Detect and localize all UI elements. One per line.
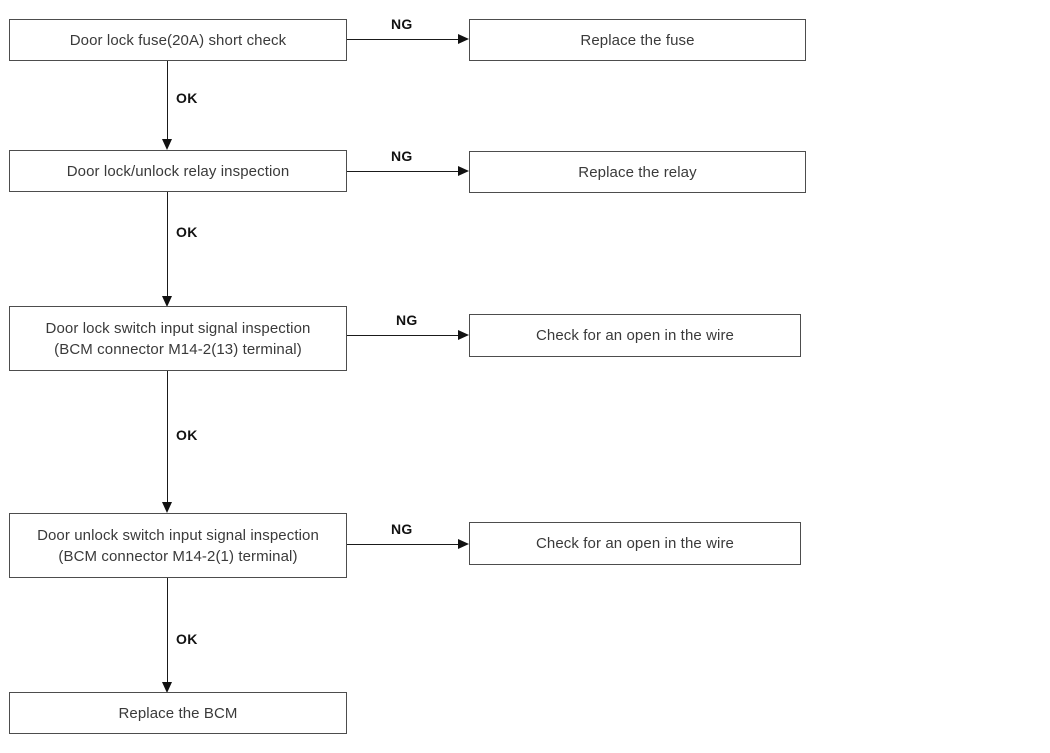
outcome-node-replace-fuse[interactable]: Replace the fuse xyxy=(469,19,806,61)
edge-label-ok-row4: OK xyxy=(176,631,198,647)
edge-label-ng-row1: NG xyxy=(391,16,413,32)
arrowhead-down-row4 xyxy=(162,682,172,693)
node-label: Check for an open in the wire xyxy=(535,535,734,552)
edge-unlock-switch-to-replace-bcm xyxy=(167,578,168,686)
outcome-node-replace-relay[interactable]: Replace the relay xyxy=(469,151,806,193)
arrowhead-right-row2 xyxy=(458,166,469,176)
arrowhead-down-row3 xyxy=(162,502,172,513)
edge-unlock-switch-to-open-wire xyxy=(347,544,460,545)
arrowhead-down-row2 xyxy=(162,296,172,307)
edge-relay-to-lock-switch xyxy=(167,192,168,300)
node-label: Door lock fuse(20A) short check xyxy=(69,31,287,49)
node-label: Check for an open in the wire xyxy=(535,327,734,344)
process-node-fuse-check[interactable]: Door lock fuse(20A) short check xyxy=(9,19,347,61)
edge-label-ok-row3: OK xyxy=(176,427,198,443)
process-node-unlock-switch-signal[interactable]: Door unlock switch input signal inspecti… xyxy=(9,513,347,578)
edge-label-ng-row2: NG xyxy=(391,148,413,164)
edge-lock-switch-to-open-wire xyxy=(347,335,460,336)
arrowhead-right-row4 xyxy=(458,539,469,549)
edge-fuse-check-to-relay xyxy=(167,61,168,144)
node-label: Door lock/unlock relay inspection xyxy=(66,162,290,180)
terminal-node-replace-bcm[interactable]: Replace the BCM xyxy=(9,692,347,734)
node-label: Replace the fuse xyxy=(580,31,695,49)
arrowhead-down-row1 xyxy=(162,139,172,150)
outcome-node-open-wire-lock[interactable]: Check for an open in the wire xyxy=(469,314,801,357)
node-label: Replace the BCM xyxy=(118,704,238,722)
edge-relay-inspection-to-replace-relay xyxy=(347,171,460,172)
edge-label-ng-row3: NG xyxy=(396,312,418,328)
node-label: Door unlock switch input signal inspecti… xyxy=(37,526,319,565)
node-label: Replace the relay xyxy=(578,163,697,181)
edge-lock-switch-to-unlock-switch xyxy=(167,371,168,506)
outcome-node-open-wire-unlock[interactable]: Check for an open in the wire xyxy=(469,522,801,565)
edge-fuse-check-to-replace-fuse xyxy=(347,39,460,40)
arrowhead-right-row1 xyxy=(458,34,469,44)
edge-label-ok-row1: OK xyxy=(176,90,198,106)
edge-label-ng-row4: NG xyxy=(391,521,413,537)
process-node-lock-switch-signal[interactable]: Door lock switch input signal inspection… xyxy=(9,306,347,371)
node-label: Door lock switch input signal inspection… xyxy=(45,319,311,358)
arrowhead-right-row3 xyxy=(458,330,469,340)
process-node-relay-inspection[interactable]: Door lock/unlock relay inspection xyxy=(9,150,347,192)
edge-label-ok-row2: OK xyxy=(176,224,198,240)
